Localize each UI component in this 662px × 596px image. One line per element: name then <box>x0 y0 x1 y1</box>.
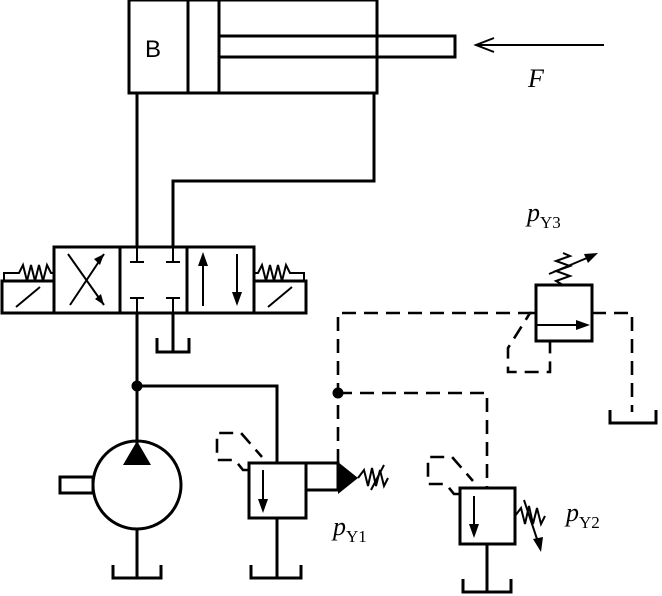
relief-valve-3: pY3 <box>506 198 658 425</box>
relief-valve-3-pilot-line <box>506 311 552 374</box>
hydraulic-cylinder: B <box>127 0 457 95</box>
pilot-control-network <box>332 311 536 488</box>
relief-valve-2-spring <box>514 505 546 527</box>
right-spring <box>254 262 305 282</box>
valve-body <box>52 245 256 315</box>
relief-valve-1-pilot-line <box>215 431 263 472</box>
relief-valve-1-body <box>247 461 308 520</box>
right-solenoid-actuator <box>252 262 308 315</box>
cylinder-barrel <box>127 0 379 95</box>
relief-valve-2-label: pY2 <box>564 498 600 532</box>
valve-tank <box>155 313 191 354</box>
piston-rod <box>217 34 457 59</box>
relief-valve-2-body <box>458 486 517 546</box>
force-arrow: F <box>473 37 604 93</box>
right-solenoid <box>252 279 308 315</box>
pilot-line-to-relief-valve-3 <box>336 311 536 463</box>
relief-valve-1-tank <box>249 565 303 580</box>
force-label: F <box>527 64 545 93</box>
pump-direction-triangle <box>123 441 151 465</box>
hydraulic-pump <box>58 313 183 580</box>
relief-valve-3-drain-line <box>592 311 634 412</box>
left-solenoid-actuator <box>0 262 56 315</box>
relief-valve-3-body <box>534 283 594 343</box>
relief-valve-1-label: pY1 <box>331 512 367 546</box>
relief-valve-2-pilot-line <box>426 455 474 496</box>
relief-valve-1: pY1 <box>215 431 389 580</box>
pump-drive-shaft <box>58 475 95 495</box>
cylinder-pipes <box>135 93 376 247</box>
relief-valve-3-label: pY3 <box>525 198 561 232</box>
pilot-line-to-relief-valve-2 <box>338 391 489 488</box>
pressure-line-to-relief-valve-1 <box>137 384 279 463</box>
valve-parallel-flow-envelope <box>198 252 242 306</box>
pump-tank <box>111 565 163 580</box>
relief-valve-1-pilot-port <box>304 461 340 492</box>
relief-valve-2-tank <box>461 579 513 594</box>
left-spring <box>3 262 54 282</box>
cylinder-chamber-label: B <box>145 36 161 63</box>
valve-cross-flow-envelope <box>67 253 105 306</box>
relief-valve-1-spring <box>357 467 389 489</box>
directional-control-valve <box>0 245 308 354</box>
relief-valve-2: pY2 <box>426 455 600 594</box>
valve-closed-center-envelope <box>130 247 180 313</box>
relief-valve-3-tank <box>608 410 658 425</box>
relief-valve-1-vent-triangle <box>338 462 358 494</box>
